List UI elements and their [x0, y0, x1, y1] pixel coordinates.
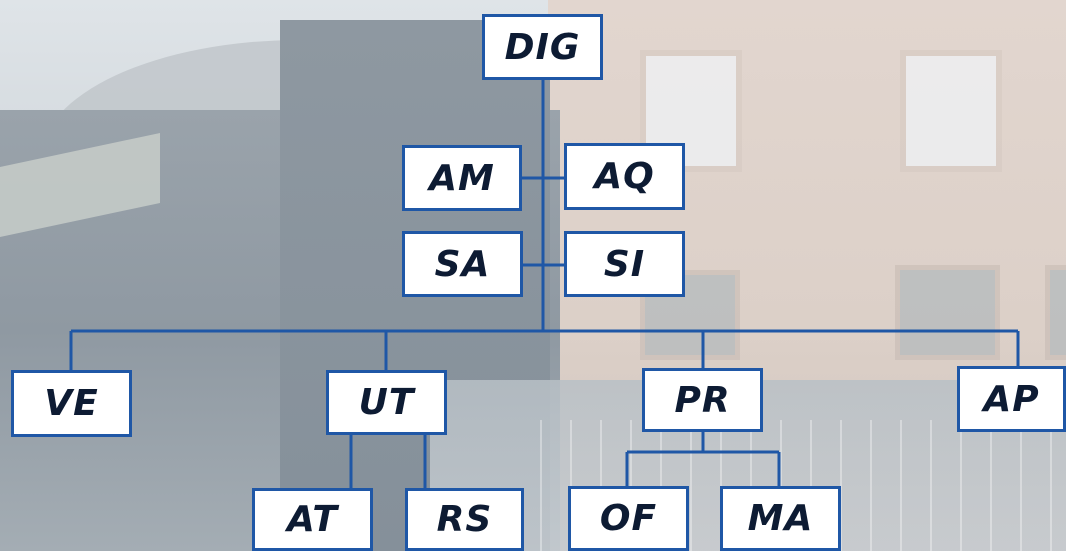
window — [900, 50, 1002, 172]
node-pr-label: PR — [674, 379, 731, 421]
node-pr: PR — [642, 368, 763, 432]
node-ap: AP — [957, 366, 1066, 432]
node-of: OF — [568, 486, 689, 551]
node-aq-label: AQ — [594, 156, 655, 197]
node-sa: SA — [402, 231, 523, 297]
node-rs: RS — [405, 488, 524, 551]
node-sa-label: SA — [434, 243, 491, 285]
node-of-label: OF — [599, 498, 658, 539]
node-ve: VE — [11, 370, 132, 437]
node-ma-label: MA — [747, 498, 814, 539]
node-am-label: AM — [429, 157, 495, 199]
node-si: SI — [564, 231, 685, 297]
node-rs-label: RS — [436, 499, 493, 540]
node-ut-label: UT — [358, 382, 415, 423]
node-ma: MA — [720, 486, 841, 551]
window — [1045, 265, 1066, 360]
node-ap-label: AP — [983, 378, 1040, 420]
node-dig: DIG — [482, 14, 603, 80]
node-at-label: AT — [287, 499, 338, 540]
node-dig-label: DIG — [504, 26, 581, 68]
window — [895, 265, 1000, 360]
node-am: AM — [402, 145, 522, 211]
node-at: AT — [252, 488, 373, 551]
node-ut: UT — [326, 370, 447, 435]
node-si-label: SI — [603, 243, 646, 285]
node-ve-label: VE — [44, 383, 99, 424]
node-aq: AQ — [564, 143, 685, 210]
